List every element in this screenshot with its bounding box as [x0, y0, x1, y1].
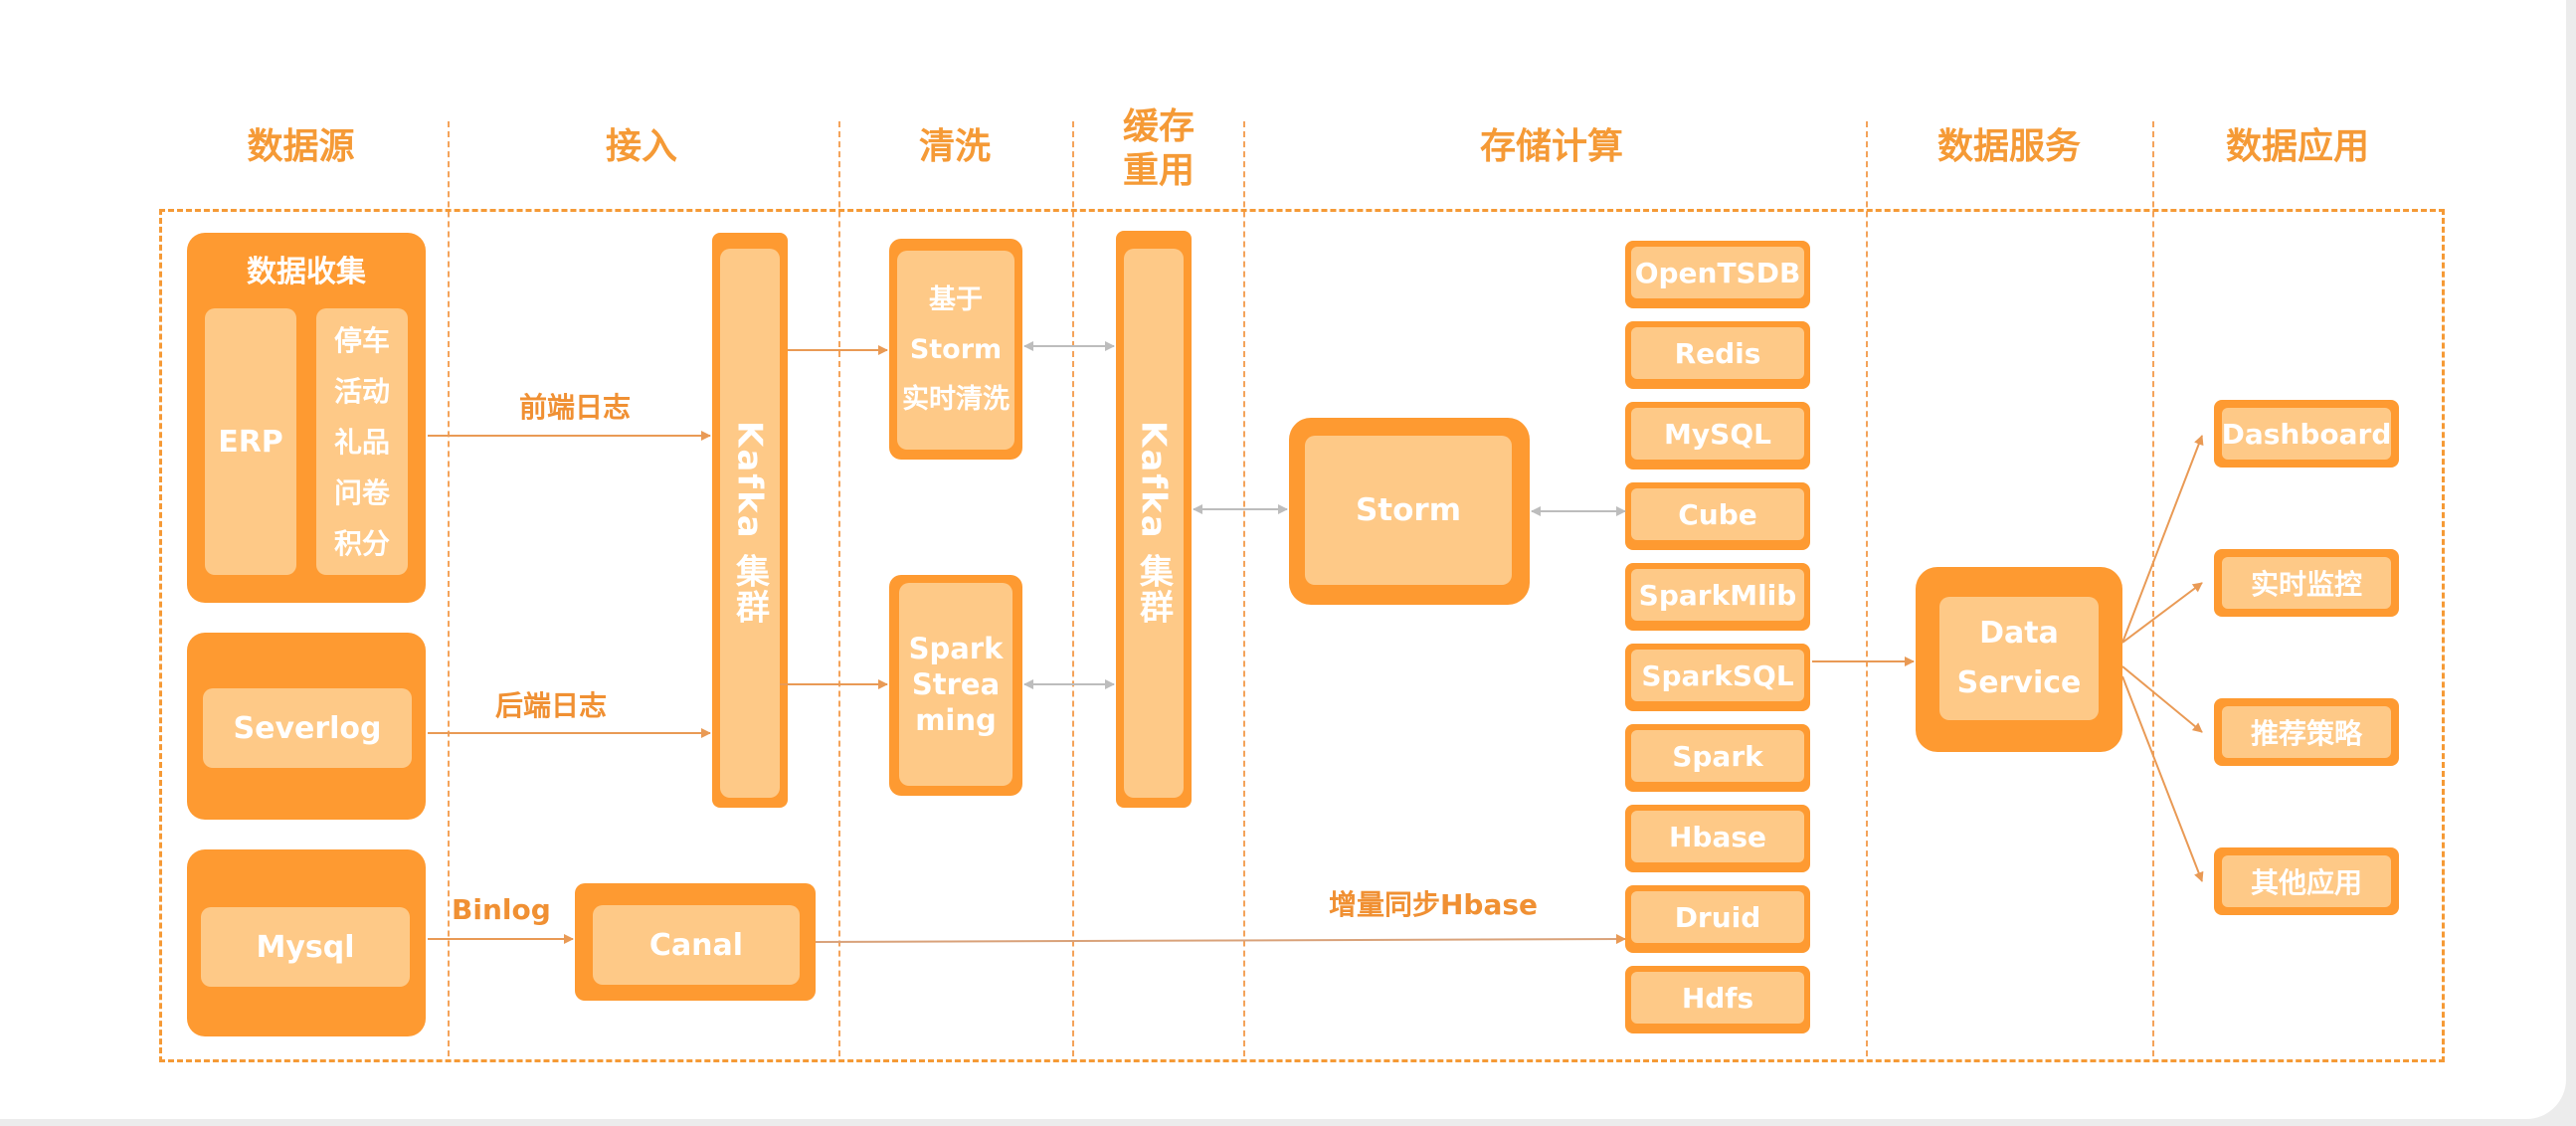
spark-streaming-line: ming	[915, 703, 997, 737]
header-apps: 数据应用	[2225, 126, 2369, 167]
data-service-line: Service	[1956, 665, 2082, 700]
app-node-label: 实时监控	[2222, 557, 2391, 609]
erp-node[interactable]: ERP	[205, 308, 296, 575]
kafka-ingest-label: Kafka 集群	[720, 249, 780, 798]
store-node-label: Cube	[1631, 488, 1804, 540]
header-data-source: 数据源	[247, 126, 355, 167]
data-service-line: Data	[1979, 616, 2059, 651]
storm-compute-node[interactable]: Storm	[1305, 436, 1512, 585]
back-log-label: 后端日志	[495, 689, 608, 722]
front-log-label: 前端日志	[519, 391, 632, 424]
collection-item: 积分	[333, 526, 390, 560]
spark-streaming-node[interactable]: Spark Strea ming	[899, 583, 1012, 786]
storm-clean-line: 实时清洗	[902, 384, 1010, 415]
store-node-label: MySQL	[1631, 408, 1804, 460]
store-node-label: SparkMlib	[1631, 569, 1804, 621]
header-cache-line1: 缓存	[1122, 106, 1195, 147]
storm-clean-line: 基于	[929, 284, 983, 315]
header-service: 数据服务	[1936, 126, 2081, 167]
collection-item: 礼品	[333, 425, 390, 459]
column-divider	[838, 121, 840, 1056]
store-node-label: Hbase	[1631, 811, 1804, 862]
store-node-label: SparkSQL	[1631, 650, 1804, 701]
header-cache-line2: 重用	[1122, 150, 1195, 191]
column-divider	[1243, 121, 1245, 1056]
column-divider	[448, 121, 450, 1056]
spark-streaming-line: Strea	[911, 667, 1001, 701]
sync-hbase-label: 增量同步Hbase	[1329, 888, 1539, 921]
severlog-node[interactable]: Severlog	[203, 688, 412, 768]
store-node-label: Hdfs	[1631, 972, 1804, 1024]
app-node-label: 推荐策略	[2222, 706, 2391, 758]
header-ingest: 接入	[605, 126, 677, 167]
header-clean: 清洗	[918, 126, 991, 167]
store-node-label: Redis	[1631, 327, 1804, 379]
collection-item: 停车	[333, 323, 390, 357]
column-divider	[1072, 121, 1074, 1056]
column-divider	[1866, 121, 1868, 1056]
header-compute: 存储计算	[1479, 126, 1623, 167]
spark-streaming-line: Spark	[908, 632, 1004, 665]
collection-items[interactable]: 停车 活动 礼品 问卷 积分	[316, 308, 408, 575]
app-node-label: Dashboard	[2222, 408, 2391, 460]
store-node-label: Spark	[1631, 730, 1804, 782]
collection-item: 问卷	[333, 475, 390, 509]
header-cache: 缓存 重用	[1094, 105, 1223, 193]
binlog-label: Binlog	[452, 893, 551, 926]
content-frame	[159, 209, 2445, 1062]
collection-item: 活动	[333, 374, 390, 408]
mysql-node[interactable]: Mysql	[201, 907, 410, 987]
storm-clean-line: Storm	[909, 334, 1003, 365]
app-node-label: 其他应用	[2222, 855, 2391, 907]
data-service-node[interactable]: Data Service	[1939, 597, 2099, 720]
store-node-label: OpenTSDB	[1631, 247, 1804, 298]
store-node-label: Druid	[1631, 891, 1804, 943]
data-collection-title: 数据收集	[247, 255, 366, 289]
kafka-cache-label: Kafka 集群	[1124, 249, 1184, 798]
canal-node[interactable]: Canal	[593, 905, 800, 985]
storm-clean-node[interactable]: 基于 Storm 实时清洗	[897, 251, 1014, 450]
